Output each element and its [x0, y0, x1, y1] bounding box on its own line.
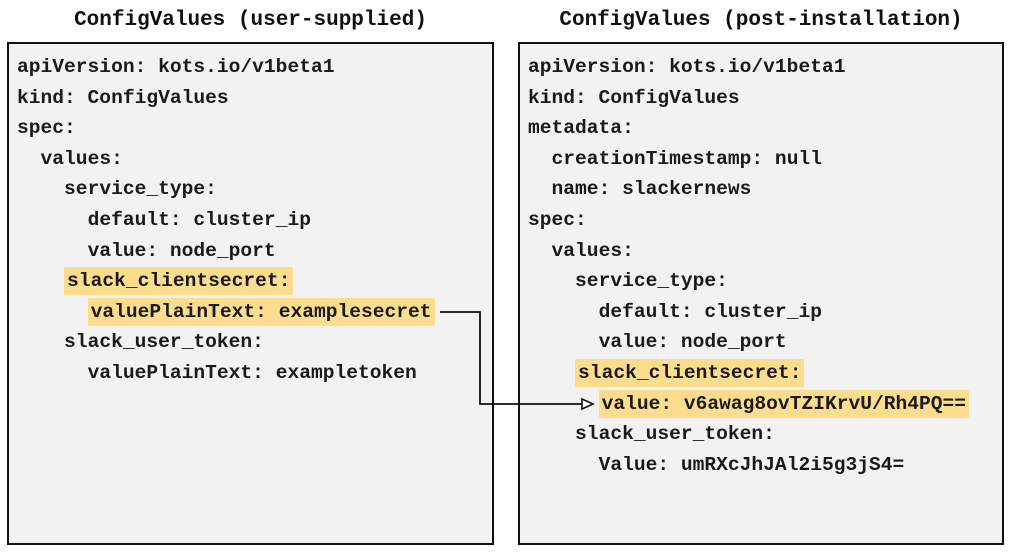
code-line: values: — [17, 144, 492, 175]
code-line: default: cluster_ip — [17, 205, 492, 236]
code-indent — [528, 454, 599, 476]
code-text: value: node_port — [87, 239, 276, 262]
code-text: service_type: — [64, 178, 217, 201]
right-panel-code: apiVersion: kots.io/v1beta1 kind: ConfigV… — [520, 44, 1002, 480]
code-line: valuePlainText: exampletoken — [17, 358, 492, 389]
code-line: slack_user_token: — [528, 419, 1002, 450]
code-text: default: cluster_ip — [598, 300, 822, 323]
code-text-highlighted: valuePlainText: examplesecret — [87, 297, 435, 326]
code-indent — [17, 178, 64, 200]
code-text: Value: umRXcJhJAl2i5g3jS4= — [598, 453, 905, 476]
code-indent — [17, 362, 88, 384]
code-line: slack_clientsecret: — [17, 266, 492, 297]
code-text: spec: — [528, 208, 587, 231]
code-indent — [528, 423, 575, 445]
code-indent — [528, 393, 599, 415]
code-line: spec: — [17, 113, 492, 144]
code-text: spec: — [17, 117, 76, 140]
code-indent — [528, 240, 552, 262]
code-text: metadata: — [528, 117, 634, 140]
code-indent — [17, 331, 64, 353]
code-text-highlighted: slack_clientsecret: — [64, 267, 294, 296]
code-indent — [528, 362, 575, 384]
code-text: creationTimestamp: null — [551, 147, 822, 170]
code-indent — [528, 301, 599, 323]
code-text: kind: ConfigValues — [528, 86, 740, 109]
code-text: value: node_port — [598, 331, 787, 354]
code-text: apiVersion: kots.io/v1beta1 — [17, 56, 335, 78]
code-line: value: node_port — [528, 327, 1002, 358]
code-text: values: — [40, 147, 123, 170]
code-text-highlighted: value: v6awag8ovTZIKrvU/Rh4PQ== — [598, 389, 970, 418]
code-indent — [528, 148, 552, 170]
code-line: service_type: — [528, 266, 1002, 297]
code-indent — [17, 209, 88, 231]
code-line: default: cluster_ip — [528, 297, 1002, 328]
code-line: slack_clientsecret: — [528, 358, 1002, 389]
right-panel: apiVersion: kots.io/v1beta1 kind: ConfigV… — [518, 42, 1004, 545]
code-indent — [17, 148, 41, 170]
code-indent — [17, 240, 88, 262]
left-panel-code: apiVersion: kots.io/v1beta1 kind: ConfigV… — [9, 44, 492, 389]
code-line: kind: ConfigValues — [17, 83, 492, 114]
code-line: Value: umRXcJhJAl2i5g3jS4= — [528, 450, 1002, 481]
left-panel-title: ConfigValues (user-supplied) — [74, 9, 427, 32]
code-text-highlighted: slack_clientsecret: — [575, 358, 805, 387]
code-text: slack_user_token: — [64, 331, 264, 354]
code-line: creationTimestamp: null — [528, 144, 1002, 175]
code-indent — [17, 301, 88, 323]
right-panel-title: ConfigValues (post-installation) — [559, 9, 963, 32]
code-text: name: slackernews — [551, 178, 752, 201]
code-text: service_type: — [575, 270, 728, 293]
code-text: apiVersion: kots.io/v1beta1 — [528, 56, 846, 78]
code-text: valuePlainText: exampletoken — [87, 361, 417, 384]
code-line: apiVersion: kots.io/v1beta1 — [17, 52, 492, 83]
code-line: apiVersion: kots.io/v1beta1 — [528, 52, 1002, 83]
code-text: values: — [551, 239, 634, 262]
code-line: values: — [528, 236, 1002, 267]
code-indent — [528, 331, 599, 353]
left-panel: apiVersion: kots.io/v1beta1 kind: ConfigV… — [7, 42, 494, 545]
code-indent — [528, 270, 575, 292]
code-line: service_type: — [17, 174, 492, 205]
code-line: kind: ConfigValues — [528, 83, 1002, 114]
code-line: metadata: — [528, 113, 1002, 144]
code-text: default: cluster_ip — [87, 208, 311, 231]
code-text: kind: ConfigValues — [17, 86, 229, 109]
code-line: value: node_port — [17, 236, 492, 267]
code-text: slack_user_token: — [575, 423, 775, 446]
code-line: value: v6awag8ovTZIKrvU/Rh4PQ== — [528, 389, 1002, 420]
code-indent — [17, 270, 64, 292]
code-line: valuePlainText: examplesecret — [17, 297, 492, 328]
code-indent — [528, 178, 552, 200]
code-line: slack_user_token: — [17, 327, 492, 358]
code-line: name: slackernews — [528, 174, 1002, 205]
code-line: spec: — [528, 205, 1002, 236]
